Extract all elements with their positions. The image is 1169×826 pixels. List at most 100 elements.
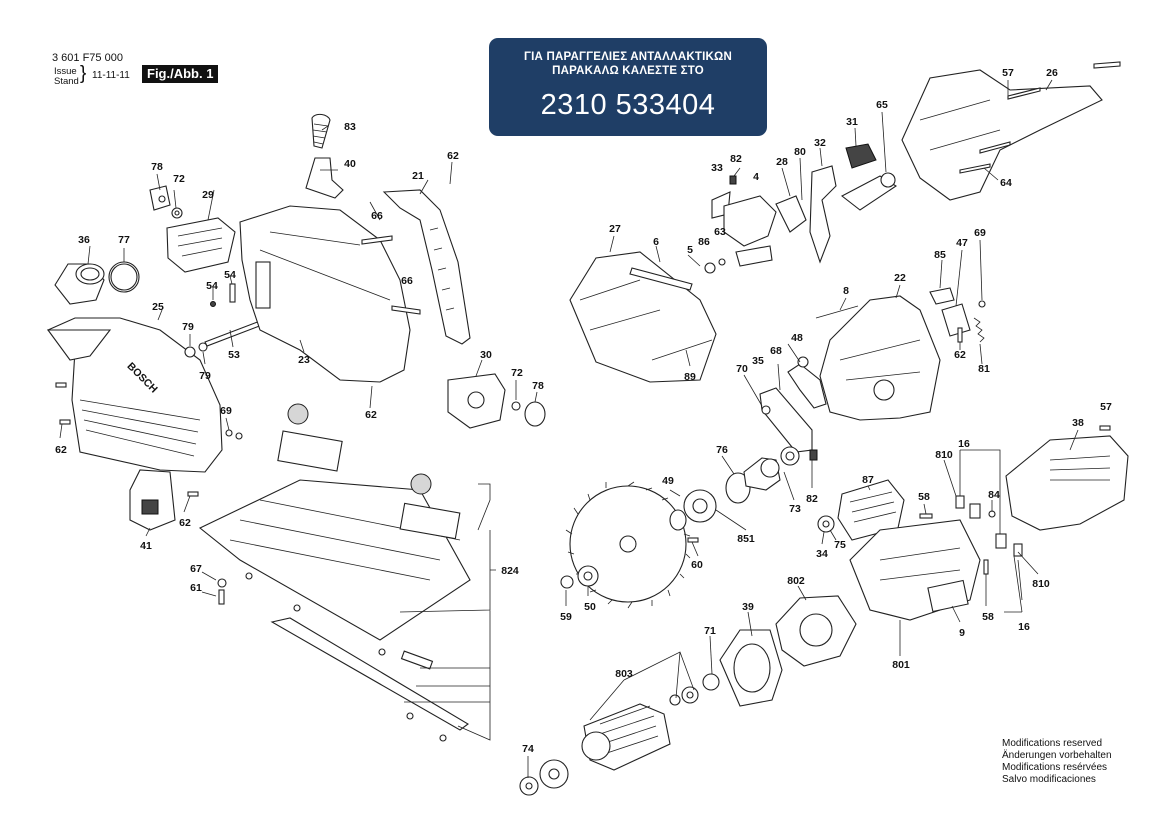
rod-5-icon — [735, 245, 773, 267]
parts-86-63-icon — [704, 258, 726, 274]
clamp-41-icon — [129, 469, 176, 531]
nut-69-icon — [225, 429, 243, 440]
trigger-32-icon — [809, 165, 837, 264]
part-label-40: 40 — [344, 158, 356, 170]
part-label-6: 6 — [653, 236, 659, 248]
handle-26-icon — [901, 69, 1103, 201]
part-label-36: 36 — [78, 234, 90, 246]
part-label-82a: 82 — [730, 153, 742, 165]
part-label-33: 33 — [711, 162, 723, 174]
spring-83-icon — [311, 113, 331, 149]
brace-icon: } — [80, 63, 87, 84]
issue-date: 11-11-11 — [92, 70, 130, 81]
spring-81-icon — [973, 317, 985, 343]
screws-67-61-icon — [217, 572, 447, 742]
part-label-41: 41 — [140, 540, 152, 552]
part-label-25: 25 — [152, 301, 164, 313]
blade-8-icon — [815, 305, 859, 319]
part-label-59: 59 — [560, 611, 572, 623]
part-label-69b: 69 — [974, 227, 986, 239]
part-label-4: 4 — [753, 171, 759, 183]
part-label-75: 75 — [834, 539, 846, 551]
part-label-31: 31 — [846, 116, 858, 128]
part-label-67: 67 — [190, 563, 202, 575]
part-label-38: 38 — [1072, 417, 1084, 429]
motor-housing-801-icon — [849, 519, 981, 621]
screw-62-icon — [55, 382, 199, 497]
modifications-en: Modifications reserved — [1002, 738, 1103, 749]
part-label-54b: 54 — [206, 280, 218, 292]
lever-4-icon — [723, 195, 777, 247]
part-label-16b: 16 — [1018, 621, 1030, 633]
adapter-36-icon — [54, 263, 105, 305]
part-label-73: 73 — [789, 503, 801, 515]
document-number: 3 601 F75 000 — [52, 52, 123, 64]
ring-71-icon — [702, 673, 720, 691]
part-label-30: 30 — [480, 349, 492, 361]
part-label-39: 39 — [742, 601, 754, 613]
part-label-803: 803 — [615, 668, 633, 680]
part-label-16a: 16 — [958, 438, 970, 450]
part-label-62e: 62 — [954, 349, 966, 361]
issue-label-de: Stand — [54, 76, 79, 87]
issue-label-en: Issue — [54, 66, 77, 77]
modifications-es: Salvo modificaciones — [1002, 774, 1096, 785]
part-label-54a: 54 — [224, 269, 236, 281]
part-label-74: 74 — [522, 743, 534, 755]
part-label-80: 80 — [794, 146, 806, 158]
part-label-26: 26 — [1046, 67, 1058, 79]
part-label-8: 8 — [843, 285, 849, 297]
part-label-66a: 66 — [371, 210, 383, 222]
modifications-de: Änderungen vorbehalten — [1002, 750, 1112, 761]
modifications-note: Modifications reserved Änderungen vorbeh… — [1002, 738, 1112, 786]
part-label-58b: 58 — [982, 611, 994, 623]
part-label-66b: 66 — [401, 275, 413, 287]
washer-79-icon — [184, 342, 208, 358]
part-label-28: 28 — [776, 156, 788, 168]
screw-59-icon — [560, 575, 574, 589]
clamp-35-icon — [759, 387, 813, 453]
part-label-29: 29 — [202, 189, 214, 201]
armature-803-icon — [581, 703, 671, 771]
screw-60-icon — [687, 537, 699, 543]
part-label-81: 81 — [978, 363, 990, 375]
motor-cover-38-icon — [1005, 435, 1129, 531]
scale-21-icon — [382, 189, 471, 345]
washer-50-icon — [577, 565, 599, 587]
switch-28-icon — [775, 195, 807, 233]
part-label-85: 85 — [934, 249, 946, 261]
bearing-ring-icon — [780, 446, 800, 466]
washer-72-icon — [171, 207, 183, 219]
part-label-64: 64 — [1000, 177, 1012, 189]
ring-77-icon — [108, 261, 140, 293]
part-label-824: 824 — [501, 565, 519, 577]
gear-housing-22-icon — [819, 295, 941, 421]
screw-54-icon — [229, 283, 236, 303]
part-label-62b: 62 — [365, 409, 377, 421]
part-label-62c: 62 — [55, 444, 67, 456]
part-label-89: 89 — [684, 371, 696, 383]
order-line-1: ΓΙΑ ΠΑΡΑΓΓΕΛΙΕΣ ΑΝΤΑΛΛΑΚΤΙΚΩΝ — [524, 51, 732, 63]
part-label-78b: 78 — [532, 380, 544, 392]
part-label-35: 35 — [752, 355, 764, 367]
part-label-79a: 79 — [182, 321, 194, 333]
fan-guide-39-icon — [719, 629, 783, 707]
part-label-9: 9 — [959, 627, 965, 639]
ring-76-icon — [725, 472, 751, 504]
part-label-23: 23 — [298, 354, 310, 366]
part-label-76: 76 — [716, 444, 728, 456]
part-label-801: 801 — [892, 659, 910, 671]
knob-78-icon — [149, 185, 171, 211]
part-label-810a: 810 — [935, 449, 953, 461]
part-label-62a: 62 — [447, 150, 459, 162]
part-label-60: 60 — [691, 559, 703, 571]
part-label-57a: 57 — [1002, 67, 1014, 79]
part-label-50: 50 — [584, 601, 596, 613]
washer-70-icon — [761, 405, 771, 415]
clip-40-icon — [305, 157, 344, 199]
switch-31-icon — [845, 143, 877, 169]
lever-29-icon — [166, 217, 236, 273]
part-label-49: 49 — [662, 475, 674, 487]
part-label-84: 84 — [988, 489, 1000, 501]
